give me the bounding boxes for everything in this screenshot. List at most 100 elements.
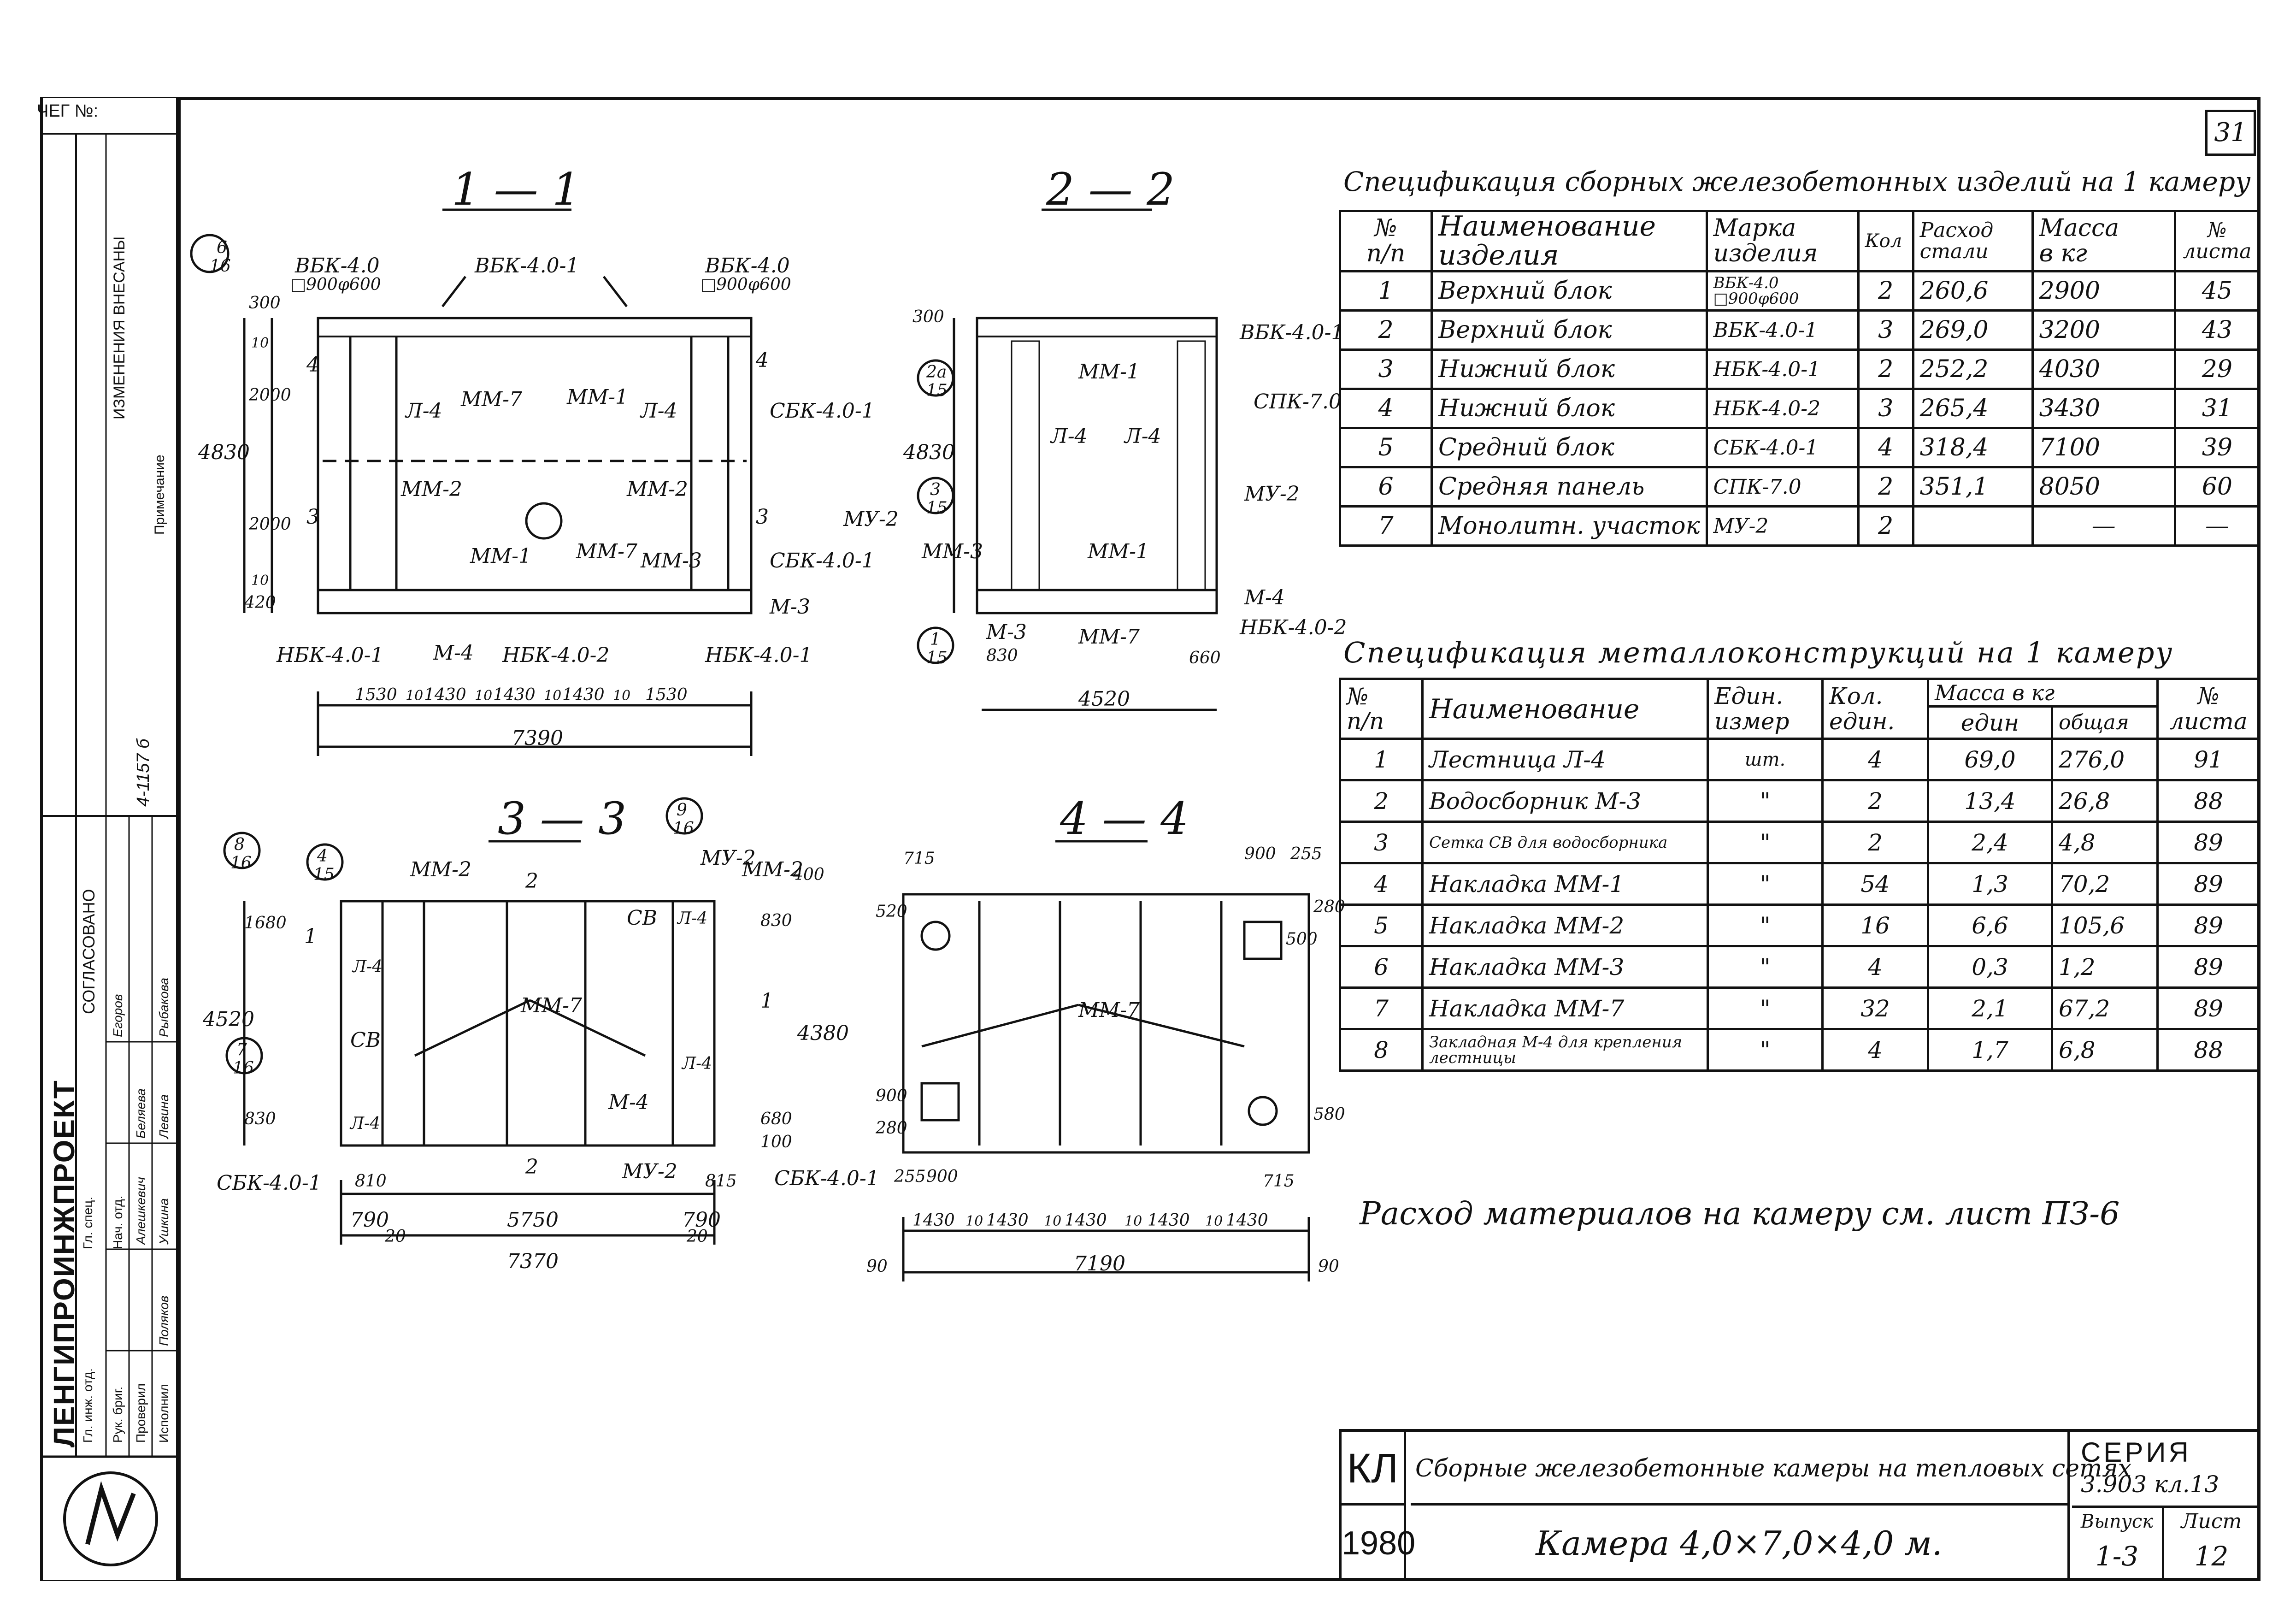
- d22-l8: ММ-3: [922, 540, 983, 563]
- spec1-h-qty: Кол: [1857, 210, 1914, 272]
- d33-dim-h1: 790: [350, 1208, 389, 1232]
- d11-top-4: ВБК-4.0: [705, 254, 790, 278]
- d33-dim-h3: 790: [682, 1208, 721, 1232]
- table-row: 2 Водосборник М-3 " 2 13,4 26,8 88: [1339, 779, 2261, 823]
- d22-callout-1-top: 2а: [926, 363, 947, 382]
- d33-dim-h6: 810: [355, 1172, 387, 1191]
- d33-dim-h2: 5750: [507, 1208, 559, 1232]
- d33-l8: ММ-7: [521, 994, 582, 1017]
- d11-top-5: □900φ600: [701, 275, 791, 294]
- d44-dim-h9: 1430: [1226, 1211, 1268, 1230]
- d44-dim-h7: 1430: [1148, 1211, 1190, 1230]
- stamp-code: КЛ: [1342, 1432, 1406, 1506]
- d33-callout-4-top: 7: [236, 1040, 247, 1059]
- d22-l14: 660: [1189, 649, 1221, 667]
- d22-callout-2-bottom: 15: [926, 499, 948, 518]
- title-stamp: КЛ 1980 Сборные железобетонные камеры на…: [1339, 1429, 2261, 1581]
- section-4-4-outline: [902, 893, 1310, 1154]
- d44-l11: 255: [894, 1167, 926, 1186]
- d11-dim-h1: 1530: [355, 685, 397, 704]
- d11-dim-total: 7390: [512, 726, 563, 750]
- d44-l2: 715: [903, 849, 935, 868]
- d11-dim-v5: 420: [244, 593, 276, 612]
- d22-l12: М-3: [986, 620, 1027, 644]
- d33-l6: Л-4: [677, 909, 708, 928]
- d33-l7: СВ: [350, 1028, 381, 1052]
- table-row: 7 Накладка ММ-7 " 32 2,1 67,2 89: [1339, 986, 2261, 1030]
- d11-l12: М-3: [770, 595, 810, 619]
- materials-note: Расход материалов на камеру см. лист ПЗ-…: [1360, 1196, 2120, 1232]
- section-title-1-1: 1 — 1: [452, 164, 581, 215]
- d44-l15: 90: [1318, 1257, 1339, 1276]
- spec2-title: Спецификация металлоконструкций на 1 кам…: [1343, 636, 2174, 669]
- d33-l9: Л-4: [682, 1054, 712, 1073]
- d11-cut-4b: 4: [756, 348, 769, 372]
- d33-l10: М-4: [608, 1091, 649, 1114]
- d11-top-3: ВБК-4.0-1: [475, 254, 579, 278]
- d22-l13: ММ-7: [1078, 625, 1140, 649]
- stamp-issue-label: Выпуск: [2072, 1506, 2164, 1538]
- sheet-number: 31: [2205, 110, 2256, 156]
- d11-l2: ММ-7: [461, 388, 522, 411]
- spec2-h-mass-unit: един: [1927, 705, 2053, 740]
- table-row: 3 Нижний блок НБК-4.0-1 2 252,2 4030 29: [1339, 348, 2261, 390]
- d22-l3: МУ-2: [1244, 482, 1300, 506]
- d44-dim-h1: 1430: [913, 1211, 955, 1230]
- d11-l1: Л-4: [406, 399, 442, 423]
- d44-dim-h2: 10: [965, 1213, 983, 1229]
- d22-l11: НБК-4.0-2: [1240, 616, 1347, 639]
- d33-callout-3-top: 9: [677, 801, 687, 820]
- d11-l9: ММ-7: [576, 540, 637, 563]
- d33-callout-1-bottom: 16: [230, 854, 252, 873]
- table-row: 6 Накладка ММ-3 " 4 0,3 1,2 89: [1339, 945, 2261, 989]
- table-row: 3 Сетка СВ для водосборника " 2 2,4 4,8 …: [1339, 821, 2261, 864]
- corner-label: ЧЕГ №:: [37, 101, 99, 121]
- table-row: 4 Нижний блок НБК-4.0-2 3 265,4 3430 31: [1339, 388, 2261, 429]
- d11-l5: СБК-4.0-1: [770, 399, 875, 423]
- d33-dim-v7: 100: [760, 1133, 792, 1151]
- spec1-title: Спецификация сборных железобетонных изде…: [1343, 166, 2251, 197]
- d22-l10: М-4: [1244, 586, 1285, 609]
- d33-l5: Л-4: [353, 957, 383, 976]
- d11-cut-4a: 4: [306, 353, 319, 377]
- d33-callout-1-top: 8: [234, 835, 245, 854]
- d44-l3: 900: [1244, 844, 1276, 863]
- d11-l4: Л-4: [641, 399, 677, 423]
- d11-l7: ММ-2: [627, 478, 688, 501]
- d33-l12: СБК-4.0-1: [217, 1171, 322, 1195]
- d22-callout-3-top: 1: [930, 630, 941, 649]
- callout-6-bottom: 16: [210, 257, 231, 276]
- d11-dim-h2: 10: [406, 688, 424, 704]
- d44-l9: 280: [876, 1119, 907, 1138]
- d11-l14: М-4: [433, 641, 474, 665]
- d11-dim-v6: 10: [251, 335, 269, 351]
- d11-l6: ММ-2: [401, 478, 462, 501]
- d44-l12: 900: [926, 1167, 958, 1186]
- stamp-series-value: 3.903 кл.13: [2081, 1471, 2219, 1498]
- callout-6-top: 6: [217, 238, 227, 257]
- d11-l16: НБК-4.0-1: [705, 644, 812, 667]
- d44-l13: 715: [1263, 1172, 1295, 1191]
- d11-l11: СБК-4.0-1: [770, 549, 875, 573]
- stamp-sheet-value: 12: [2194, 1541, 2229, 1572]
- sidebar-grid: [40, 97, 177, 1581]
- stamp-series-label: СЕРИЯ: [2081, 1437, 2191, 1468]
- d44-l8: 900: [876, 1086, 907, 1105]
- table-row: 8 Закладная М-4 для крепления лестницы "…: [1339, 1028, 2261, 1072]
- d44-dim-total: 7190: [1074, 1252, 1125, 1275]
- section-title-2-2: 2 — 2: [1046, 164, 1175, 215]
- spec2-h-qty: Кол.един.: [1821, 678, 1929, 740]
- d22-callout-2-top: 3: [930, 480, 941, 499]
- d33-l4: СВ: [627, 906, 657, 930]
- d44-dim-h6: 10: [1124, 1213, 1142, 1229]
- d22-callout-3-bottom: 15: [926, 649, 948, 667]
- d22-callout-1-bottom: 15: [926, 381, 948, 400]
- d44-l10: 580: [1313, 1105, 1345, 1124]
